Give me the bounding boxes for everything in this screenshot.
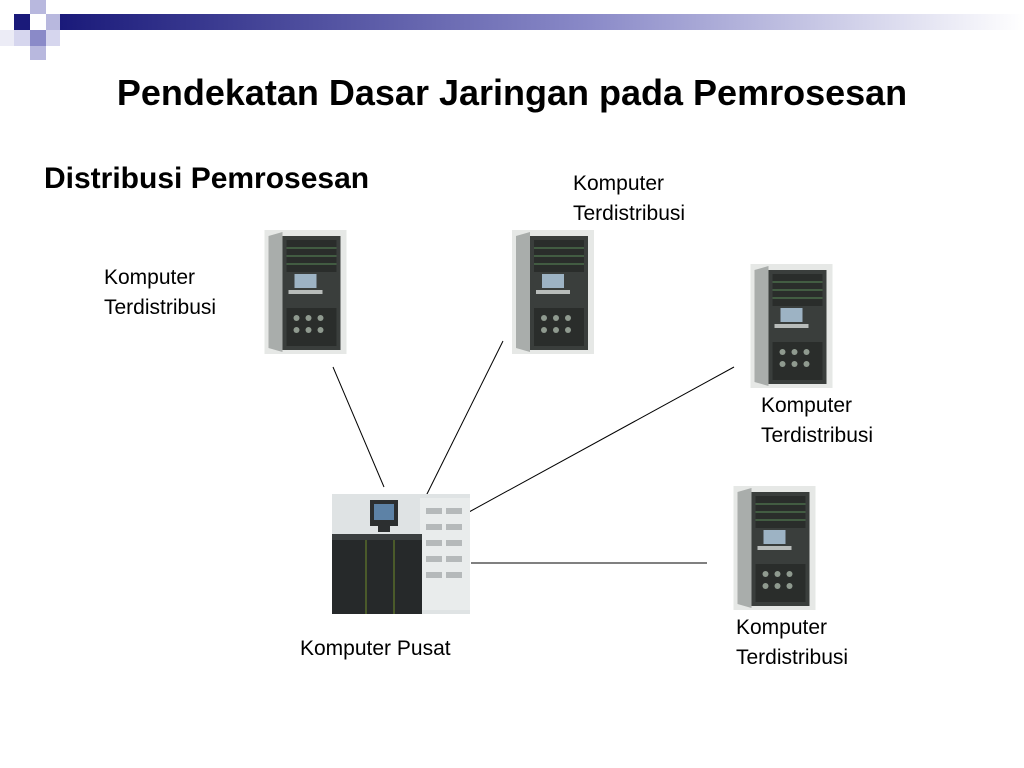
link-central-to-node-3 <box>468 366 735 513</box>
link-central-to-node-1 <box>332 366 385 488</box>
slide-subtitle: Distribusi Pemrosesan <box>44 162 370 195</box>
link-central-to-node-2 <box>425 340 504 497</box>
slide-title: Pendekatan Dasar Jaringan pada Pemrosesa… <box>116 72 908 113</box>
node-label-distributed-4: Komputer Terdistribusi <box>736 616 849 669</box>
node-label-central: Komputer Pusat <box>300 637 451 660</box>
node-label-distributed-2: Komputer Terdistribusi <box>573 172 686 225</box>
mainframe-icon <box>332 494 470 614</box>
node-label-distributed-3: Komputer Terdistribusi <box>761 394 874 447</box>
header-decoration <box>0 0 1024 60</box>
server-rack-icon <box>264 230 347 354</box>
server-rack-icon <box>512 230 594 354</box>
server-rack-icon <box>733 486 816 610</box>
node-label-distributed-1: Komputer Terdistribusi <box>104 266 217 319</box>
server-rack-icon <box>750 264 833 388</box>
